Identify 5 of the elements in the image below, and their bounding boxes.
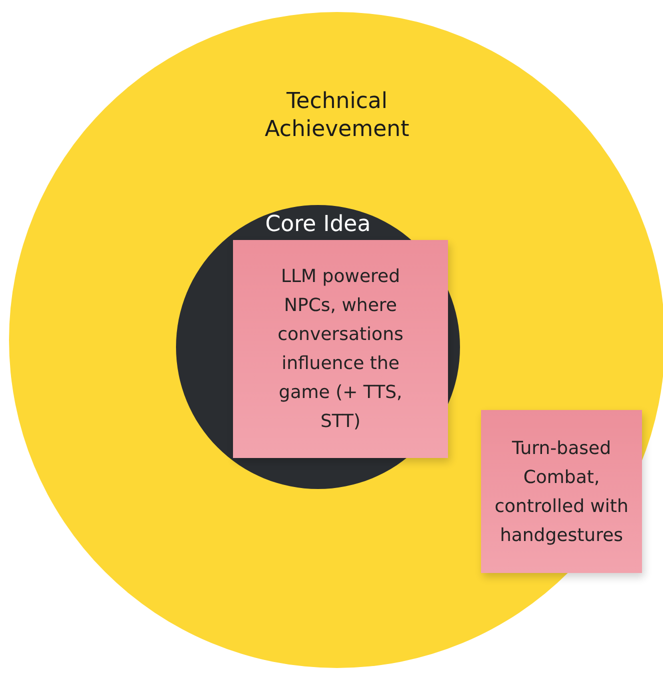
- note-text: LLM powered NPCs, where conversations influence the game (+ TTS, STT): [276, 265, 404, 434]
- circle-heading: Core Idea: [264, 211, 372, 239]
- note-text: Turn-based Combat, controlled with handgestures: [494, 436, 630, 548]
- circle-heading: Technical Achievement: [264, 88, 410, 144]
- sticky-note: [233, 240, 448, 458]
